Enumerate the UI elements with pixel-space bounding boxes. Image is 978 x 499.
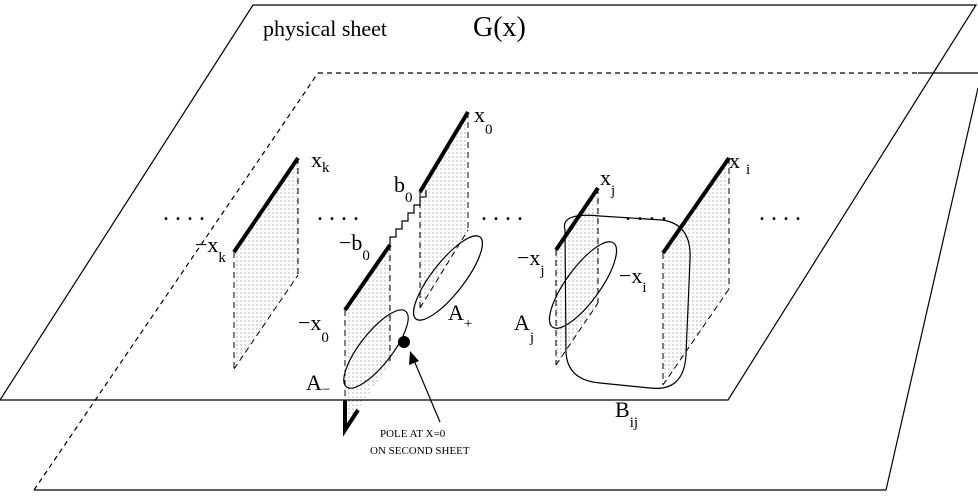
svg-text:x0: x0 — [474, 102, 493, 138]
svg-text:−xi: −xi — [619, 263, 647, 296]
label-b0-sub: 0 — [405, 190, 413, 206]
ellipsis-row: . . . . . . . . . . . . . . . . . . . . — [163, 200, 801, 226]
sheet-label: physical sheet — [263, 16, 387, 41]
label-a-plus-sub: + — [464, 316, 472, 332]
label-neg-b0: −b — [339, 230, 362, 255]
label-aj-sub: j — [529, 330, 534, 346]
pole-dot — [398, 336, 410, 348]
branch-cut-xi — [661, 156, 731, 386]
label-neg-b0-sub: 0 — [362, 248, 370, 264]
function-label: G(x) — [473, 12, 526, 43]
label-neg-xi: −x — [619, 263, 642, 288]
label-a-minus-sub: − — [322, 382, 330, 398]
label-neg-xk-sub: k — [218, 250, 226, 266]
label-a-plus: A — [448, 300, 464, 325]
ellipsis-right: . . . . — [759, 200, 801, 226]
label-xk: x — [311, 147, 322, 172]
label-xi-sub: i — [746, 162, 750, 178]
label-bij-sub: ij — [630, 415, 638, 431]
pole-arrow-head — [409, 351, 419, 365]
label-neg-x0: −x — [298, 310, 321, 335]
cycle-a-plus — [412, 235, 484, 321]
svg-text:b0: b0 — [394, 172, 413, 206]
label-xi: x — [729, 148, 740, 173]
svg-text:A+: A+ — [448, 300, 472, 332]
pole-note-line2: ON SECOND SHEET — [370, 445, 470, 457]
cycles — [343, 214, 691, 389]
svg-text:−x0: −x0 — [298, 310, 329, 346]
ellipsis-left: . . . . — [163, 200, 205, 226]
label-neg-xj: −x — [517, 245, 540, 270]
label-neg-xi-sub: i — [642, 280, 646, 296]
svg-text:xj: xj — [600, 165, 615, 199]
ellipsis-mid: . . . . — [481, 200, 523, 226]
cycle-aj — [548, 241, 618, 329]
second-sheet — [33, 72, 978, 491]
ellipsis-mid-right: . . . . — [625, 200, 667, 226]
label-xk-sub: k — [322, 160, 330, 176]
label-b0: b — [394, 172, 405, 197]
branch-cut-xk — [232, 156, 300, 370]
svg-text:Aj: Aj — [514, 310, 534, 346]
label-neg-xj-sub: j — [539, 263, 544, 279]
label-x0-sub: 0 — [485, 122, 493, 138]
label-xj-sub: j — [610, 183, 615, 199]
label-neg-xk: −x — [195, 232, 218, 257]
label-neg-x0-sub: 0 — [321, 330, 329, 346]
svg-text:xi: xi — [729, 148, 750, 178]
svg-text:xk: xk — [311, 147, 330, 176]
label-a-minus: A — [306, 370, 322, 395]
svg-text:−b0: −b0 — [339, 230, 370, 264]
branch-cut-x0-upper — [418, 110, 470, 309]
label-x0: x — [474, 102, 485, 127]
ellipsis-mid-left: . . . . — [317, 200, 359, 226]
svg-text:−xk: −xk — [195, 232, 226, 266]
cycle-bij — [563, 214, 691, 389]
branch-cut-xj — [554, 186, 600, 366]
label-xj: x — [600, 165, 611, 190]
label-aj: A — [514, 310, 530, 335]
svg-text:Bij: Bij — [615, 397, 638, 431]
pole-note-line1: POLE AT X=0 — [380, 428, 446, 440]
cycle-a-minus — [343, 309, 409, 389]
label-bij: B — [615, 397, 630, 422]
pole-arrow-shaft — [412, 357, 441, 423]
physical-sheet — [0, 4, 978, 401]
svg-text:−xj: −xj — [517, 245, 545, 279]
branch-cut-x0-lower — [343, 243, 392, 437]
svg-text:A−: A− — [306, 370, 330, 398]
